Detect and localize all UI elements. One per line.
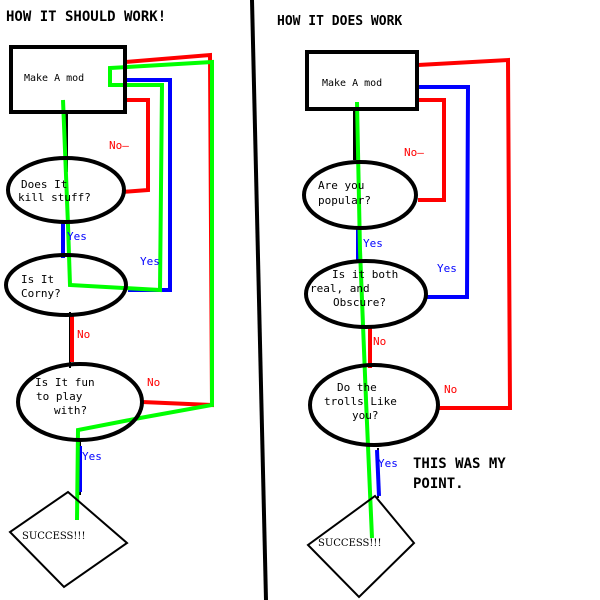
left-no-label-1: No— <box>109 139 129 152</box>
right-yes-line-outer <box>418 85 471 299</box>
right-no-label-3: No <box>444 383 457 396</box>
right-yes-label-1: Yes <box>363 237 383 250</box>
left-make-mod-label: Make A mod <box>24 73 84 84</box>
right-yes-label-2: Yes <box>437 262 457 275</box>
right-panel: HOW IT DOES WORK Make A mod Are you popu… <box>277 14 513 599</box>
left-make-mod-box <box>9 45 127 114</box>
right-no-label-2: No <box>373 335 386 348</box>
right-question-1 <box>302 160 418 230</box>
left-question-2 <box>4 253 128 317</box>
left-yes-label-2: Yes <box>140 255 160 268</box>
right-q1-line1: Are you <box>318 179 364 192</box>
left-q3-line2: to play <box>36 390 83 403</box>
point-text-line2: POINT. <box>413 476 464 492</box>
right-yes-line-2 <box>375 449 381 497</box>
right-q1-line2: popular? <box>318 194 371 207</box>
right-green-path <box>355 101 374 539</box>
right-make-mod-label: Make A mod <box>322 78 382 89</box>
right-question-2 <box>304 259 428 329</box>
left-q1-line1: Does It <box>21 178 67 191</box>
right-success-diamond <box>306 494 416 599</box>
left-success-label: SUCCESS!!! <box>22 531 85 542</box>
right-yes-label-3: Yes <box>378 457 398 470</box>
left-q2-line2: Corny? <box>21 287 61 300</box>
left-no-label-2: No <box>77 328 90 341</box>
right-q2-line3: Obscure? <box>333 296 386 309</box>
right-question-3 <box>308 363 440 447</box>
point-text-line1: THIS WAS MY <box>413 456 506 472</box>
right-q3-line1: Do the <box>337 381 377 394</box>
right-q3-line2: trolls Like <box>324 395 397 408</box>
right-no-line-1 <box>418 98 446 202</box>
left-q3-line3: with? <box>54 404 87 417</box>
right-q2-line2: real, and <box>310 282 370 295</box>
left-green-path <box>61 59 214 521</box>
left-panel: HOW IT SHOULD WORK! Make A mod Does It k… <box>4 9 215 589</box>
left-yes-label-3: Yes <box>82 450 102 463</box>
panel-divider <box>250 0 268 600</box>
left-yes-label-1: Yes <box>67 230 87 243</box>
left-q2-line1: Is It <box>21 273 54 286</box>
left-question-1 <box>6 156 126 224</box>
left-q1-line2: kill stuff? <box>18 191 91 204</box>
right-make-mod-box <box>305 50 419 111</box>
right-q2-line1: Is it both <box>332 268 398 281</box>
left-success-diamond <box>8 490 129 589</box>
left-no-label-3: No <box>147 376 160 389</box>
right-no-label-1: No— <box>404 146 424 159</box>
right-title: HOW IT DOES WORK <box>277 14 402 29</box>
left-title: HOW IT SHOULD WORK! <box>6 9 166 25</box>
left-q3-line1: Is It fun <box>35 376 95 389</box>
right-q3-line3: you? <box>352 409 379 422</box>
right-no-line-outer <box>417 57 513 410</box>
left-question-3 <box>16 362 144 442</box>
right-success-label: SUCCESS!!! <box>318 538 381 549</box>
left-no-line-1 <box>121 98 150 194</box>
